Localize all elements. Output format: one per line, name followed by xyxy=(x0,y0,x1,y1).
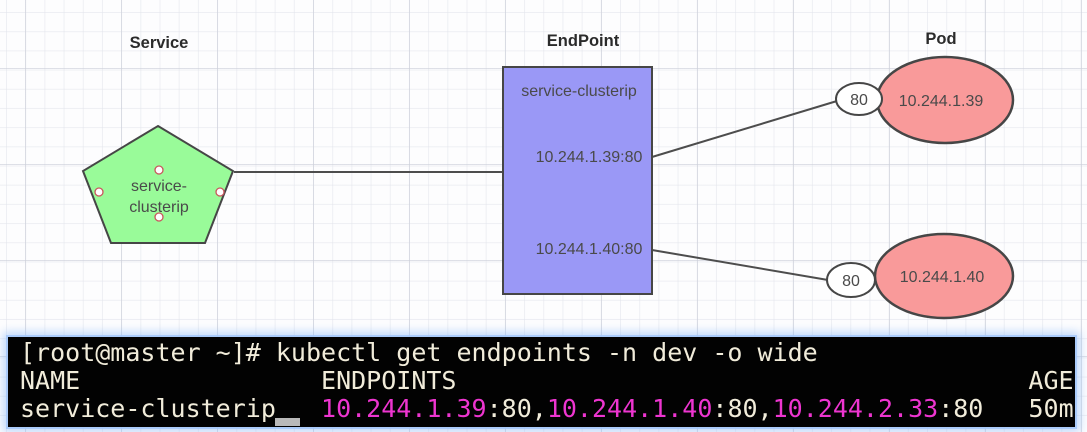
edge-endpoint-to-pod1[interactable] xyxy=(651,100,838,158)
service-node-label-line2: clusterip xyxy=(129,199,189,216)
terminal-header-name: NAME xyxy=(20,366,81,395)
endpoint-rect-shape[interactable] xyxy=(502,66,653,295)
pod-node-2[interactable]: 10.244.1.40 80 xyxy=(826,232,1015,320)
connection-handle-right[interactable] xyxy=(215,187,225,197)
pod1-ip-label: 10.244.1.39 xyxy=(899,93,984,110)
service-pentagon-shape[interactable] xyxy=(81,124,235,244)
terminal-cell-port2: :80, xyxy=(712,394,773,423)
pod-node-1[interactable]: 10.244.1.39 80 xyxy=(835,55,1015,145)
terminal-cell-age: 50m xyxy=(1028,394,1074,423)
service-node-label-line1: service- xyxy=(131,178,187,195)
terminal-cell-ip3: 10.244.2.33 xyxy=(772,394,939,423)
terminal-window[interactable]: [root@master ~]# kubectl get endpoints -… xyxy=(8,337,1075,427)
terminal-cell-port1: :80, xyxy=(486,394,547,423)
terminal-cell-port3: :80 xyxy=(938,394,984,423)
terminal-cell-ip2: 10.244.1.40 xyxy=(546,394,713,423)
pod-column-label: Pod xyxy=(925,30,956,48)
endpoint-row-ip2: 10.244.1.40:80 xyxy=(536,241,643,258)
terminal-cursor xyxy=(275,418,300,426)
endpoint-row-ip1: 10.244.1.39:80 xyxy=(536,149,643,166)
pod1-port-ellipse[interactable] xyxy=(835,82,883,116)
pod2-ip-label: 10.244.1.40 xyxy=(900,269,985,286)
service-node[interactable]: service- clusterip xyxy=(81,124,235,244)
endpoint-node-title: service-clusterip xyxy=(521,83,637,100)
service-column-label: Service xyxy=(130,34,189,52)
terminal-header-row: NAME ENDPOINTS AGE xyxy=(20,367,1075,395)
terminal-header-endpoints: ENDPOINTS xyxy=(321,366,457,395)
terminal-command-text: [root@master ~]# kubectl get endpoints -… xyxy=(20,338,818,367)
endpoint-node[interactable]: service-clusterip 10.244.1.39:80 10.244.… xyxy=(502,66,653,295)
terminal-prompt-line: [root@master ~]# kubectl get endpoints -… xyxy=(20,339,1075,367)
connection-handle-bottom[interactable] xyxy=(154,212,164,222)
pod2-port-ellipse[interactable] xyxy=(826,262,876,298)
edge-endpoint-to-pod2[interactable] xyxy=(651,249,829,281)
kubernetes-diagram-canvas: Service EndPoint Pod service- clusterip … xyxy=(81,30,1015,320)
connection-handle-left[interactable] xyxy=(94,187,104,197)
pod2-port-label: 80 xyxy=(842,273,860,290)
terminal-cell-ip1: 10.244.1.39 xyxy=(321,394,487,423)
connection-handle-top[interactable] xyxy=(154,165,164,175)
terminal-header-age: AGE xyxy=(1028,366,1074,395)
endpoint-column-label: EndPoint xyxy=(547,32,620,50)
pod1-port-label: 80 xyxy=(850,92,868,109)
terminal-cell-name: service-clusterip xyxy=(20,394,276,423)
